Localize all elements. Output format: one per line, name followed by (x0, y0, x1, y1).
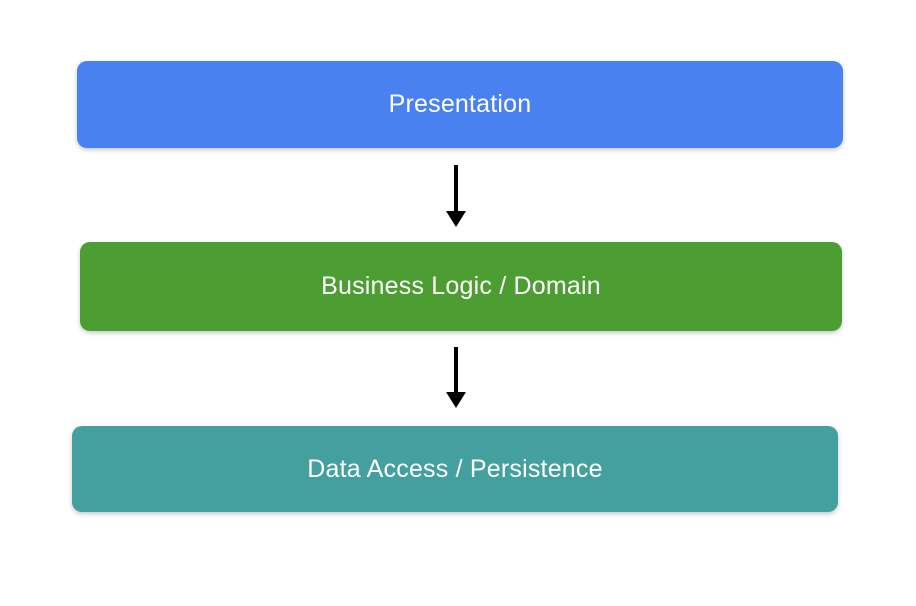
layer-box-data-access: Data Access / Persistence (72, 426, 838, 512)
down-arrow-icon (446, 165, 466, 227)
arrow-line (454, 347, 458, 392)
layer-label-data-access: Data Access / Persistence (307, 454, 603, 483)
arrow-head-icon (446, 392, 466, 408)
arrow-head-icon (446, 211, 466, 227)
layer-box-presentation: Presentation (77, 61, 843, 148)
arrow-line (454, 165, 458, 211)
down-arrow-icon (446, 347, 466, 408)
layer-label-presentation: Presentation (388, 90, 532, 118)
layer-label-business-logic: Business Logic / Domain (321, 272, 601, 300)
layer-box-business-logic: Business Logic / Domain (80, 242, 842, 331)
